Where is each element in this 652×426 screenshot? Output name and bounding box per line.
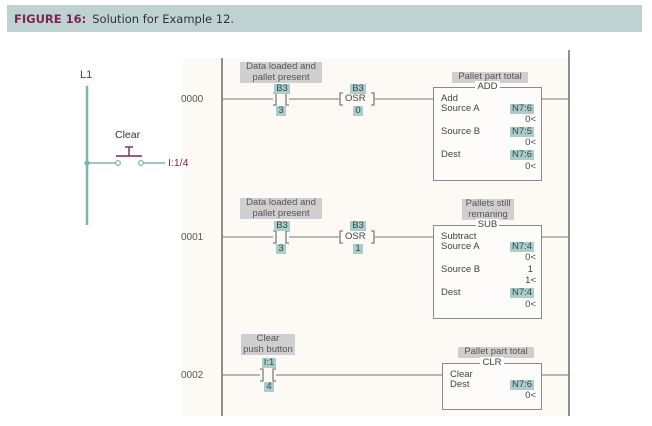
instruction-mnemonic: CLR (480, 357, 504, 368)
figure-caption: Solution for Example 12. (92, 11, 235, 26)
contact-file-address[interactable]: B3 (274, 221, 290, 231)
rung-number: 0002 (181, 370, 204, 381)
osr-instruction[interactable]: OSR (345, 231, 366, 242)
pushbutton-label: Clear (115, 129, 141, 141)
param-label: Dest (441, 287, 461, 298)
description-line: Pallets still (465, 198, 511, 209)
param-value: 0< (525, 137, 536, 148)
instruction-mnemonic: SUB (475, 219, 500, 230)
instruction-name: Clear (450, 369, 473, 380)
sub-instruction-block[interactable]: SUB Subtract Source A N7:4 0< Source B 1… (433, 219, 542, 319)
description-line: Data loaded and (246, 197, 316, 208)
rung-1-osr-brackets-icon (339, 230, 375, 244)
param-address[interactable]: N7:4 (510, 287, 534, 298)
param-label: Source A (441, 103, 480, 114)
instruction-name: Add (441, 93, 458, 104)
osr-file-address[interactable]: B3 (350, 221, 366, 231)
rung-number: 0001 (181, 232, 204, 243)
rung-0-contact-icon (273, 92, 289, 106)
param-value: 0< (525, 252, 536, 263)
contact-bit-address[interactable]: 3 (276, 244, 286, 254)
description-line: pallet present (252, 207, 310, 219)
contact-file-address[interactable]: I:1 (262, 357, 276, 368)
description-line: Clear (256, 333, 280, 344)
param-value: 0< (525, 114, 536, 125)
description-line: Data loaded and (246, 61, 316, 72)
l1-label: L1 (80, 69, 93, 81)
param-label: Source B (441, 264, 481, 275)
osr-bit-address[interactable]: 0 (353, 106, 363, 116)
param-address[interactable]: N7:4 (510, 241, 534, 252)
contact-description: Data loaded and pallet present (240, 197, 322, 219)
description-line: push button (243, 343, 293, 355)
figure-label: FIGURE 16: (14, 11, 87, 26)
param-value: 0< (525, 161, 536, 172)
param-address[interactable]: N7:6 (510, 149, 534, 160)
rung-0-osr-brackets-icon (339, 92, 375, 106)
input-address-label: I:1/4 (168, 157, 189, 169)
output-description: Pallet part total (458, 346, 534, 358)
add-instruction-block[interactable]: ADD Add Source A N7:6 0< Source B N7:5 0… (433, 81, 542, 181)
param-value: 0< (525, 299, 536, 310)
pushbutton-actuator-icon (116, 146, 142, 157)
rung-number: 0000 (181, 94, 204, 105)
contact-file-address[interactable]: B3 (274, 84, 290, 94)
clr-instruction-block[interactable]: CLR Clear Dest N7:6 0< (442, 357, 542, 410)
figure-caption-bar: FIGURE 16: Solution for Example 12. (7, 5, 642, 32)
pushbutton-terminal-left (114, 160, 121, 167)
rung-2-contact-icon (260, 368, 276, 382)
param-label: Source A (441, 241, 480, 252)
osr-file-address[interactable]: B3 (350, 84, 366, 94)
pushbutton-terminal-right (138, 160, 145, 167)
output-description: Pallet part total (452, 71, 528, 83)
param-label: Dest (441, 149, 461, 160)
param-address[interactable]: N7:6 (510, 379, 534, 390)
output-description: Pallets still remaning (462, 198, 514, 220)
osr-bit-address[interactable]: 1 (353, 244, 363, 254)
osr-instruction[interactable]: OSR (345, 93, 366, 104)
param-value: 1< (525, 275, 536, 286)
contact-bit-address[interactable]: 3 (276, 106, 286, 116)
rung-1-contact-icon (273, 230, 289, 244)
param-address[interactable]: N7:5 (510, 126, 534, 137)
param-address[interactable]: N7:6 (510, 103, 534, 114)
param-value: 0< (525, 390, 536, 401)
description-line: pallet present (252, 71, 310, 83)
contact-bit-address[interactable]: 4 (264, 382, 274, 392)
param-label: Source B (441, 126, 481, 137)
param-label: Dest (450, 379, 470, 390)
param-constant[interactable]: 1 (527, 264, 533, 275)
contact-description: Clear push button (241, 333, 295, 355)
instruction-name: Subtract (441, 231, 477, 242)
description-line: remaning (468, 208, 508, 220)
instruction-mnemonic: ADD (475, 81, 500, 92)
contact-description: Data loaded and pallet present (240, 61, 322, 83)
